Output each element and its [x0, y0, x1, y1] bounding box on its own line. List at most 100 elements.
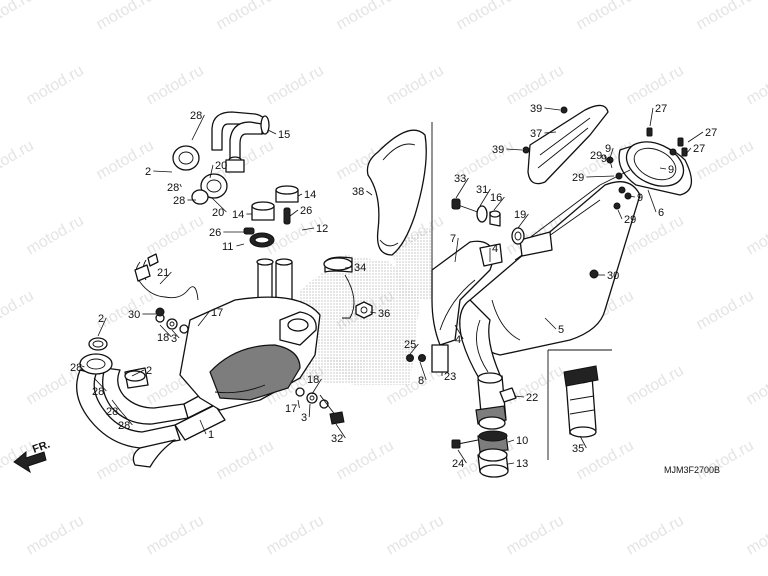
- callout-c9c: 9: [668, 164, 674, 176]
- watermark-text: motod.ru: [264, 512, 327, 558]
- leader-line-c33: [455, 177, 469, 199]
- leader-line-c3a: [171, 329, 180, 339]
- watermark-text: motod.ru: [574, 0, 637, 33]
- callout-c12: 12: [316, 223, 328, 235]
- callout-c35: 35: [572, 443, 584, 455]
- leader-lines: [81, 107, 704, 465]
- leader-line-c34: [344, 266, 353, 269]
- callout-c15: 15: [278, 129, 290, 141]
- leader-line-c14a: [297, 193, 303, 197]
- watermark-text: motod.ru: [144, 62, 207, 108]
- watermark-text: motod.ru: [694, 437, 757, 483]
- leader-line-c2b: [97, 317, 107, 337]
- flange-upper-b: [200, 173, 228, 199]
- heat-shield-37: [522, 104, 609, 185]
- sensor-harness-21: [134, 253, 199, 301]
- callout-c18a: 18: [157, 332, 169, 344]
- watermark-text: motod.ru: [24, 212, 87, 258]
- leader-line-c12: [301, 227, 315, 231]
- clamp-11: [249, 232, 275, 248]
- callout-c21: 21: [157, 267, 169, 279]
- callout-c39b: 39: [492, 144, 504, 156]
- frame-shading-lower: [298, 355, 365, 385]
- nuts-29: [606, 148, 677, 210]
- watermark-text: motod.ru: [744, 362, 768, 408]
- callout-c32: 32: [331, 433, 343, 445]
- leader-line-c32: [335, 423, 346, 439]
- watermark-text: motod.ru: [144, 212, 207, 258]
- watermark-text: motod.ru: [744, 512, 768, 558]
- callout-c18b: 18: [307, 374, 319, 386]
- callout-c28e: 28: [92, 386, 104, 398]
- callout-c27c: 27: [693, 143, 705, 155]
- callout-c28a: 28: [190, 110, 202, 122]
- watermark-text: motod.ru: [454, 0, 517, 33]
- frame-shading: [300, 255, 420, 385]
- leader-line-c8: [419, 361, 427, 381]
- leader-line-c1: [199, 419, 207, 435]
- leader-line-c3b: [308, 403, 311, 418]
- watermark-text: motod.ru: [0, 0, 37, 33]
- exhaust-pipe-1: [76, 258, 321, 468]
- leader-line-c10: [507, 439, 515, 443]
- callout-c5: 5: [558, 324, 564, 336]
- callout-c24: 24: [452, 458, 464, 470]
- callout-c28f: 28: [106, 406, 118, 418]
- leader-line-c9a: [609, 147, 614, 159]
- watermark-text: motod.ru: [744, 62, 768, 108]
- gasket-14-upper: [275, 185, 299, 203]
- leader-line-c20b: [211, 197, 227, 213]
- leader-line-c37: [544, 131, 557, 134]
- watermark-text: motod.ru: [0, 287, 37, 333]
- nut-30-right: [589, 269, 599, 279]
- callout-c37: 37: [530, 128, 542, 140]
- bracket-23: [431, 344, 449, 373]
- watermark-text: motod.ru: [694, 0, 757, 33]
- leader-line-c17a: [197, 311, 210, 327]
- end-cap-6: [599, 141, 692, 196]
- watermark-text: motod.ru: [504, 62, 567, 108]
- callout-c2c: 2: [146, 365, 152, 377]
- callout-c28d: 28: [70, 362, 82, 374]
- leader-line-c27c: [685, 147, 692, 155]
- callout-c26b: 26: [209, 227, 221, 239]
- callout-c31: 31: [476, 184, 488, 196]
- watermark-text: motod.ru: [24, 62, 87, 108]
- callout-c1: 1: [208, 429, 214, 441]
- callout-c9b: 9: [601, 153, 607, 165]
- leader-line-c22: [513, 395, 525, 398]
- callout-c20b: 20: [212, 207, 224, 219]
- washer-31: [476, 205, 488, 223]
- callout-c9a: 9: [605, 143, 611, 155]
- leader-line-c19: [517, 213, 529, 229]
- leader-line-c15: [267, 129, 277, 135]
- callout-c16: 16: [490, 192, 502, 204]
- watermark-text: motod.ru: [744, 212, 768, 258]
- bolt-25: [406, 354, 414, 362]
- leader-line-c9b: [608, 157, 613, 169]
- leader-line-c27a: [649, 107, 654, 127]
- leader-line-c21: [159, 271, 172, 285]
- callout-c29c: 29: [624, 214, 636, 226]
- watermark-text: motod.ru: [214, 0, 277, 33]
- leader-line-c38: [366, 190, 373, 196]
- bolts-27: [646, 127, 688, 157]
- callout-labels: 1222334456789999101112131414151617171818…: [70, 103, 717, 470]
- nut-30-left: [155, 307, 165, 317]
- bolt-26-lower: [243, 227, 255, 235]
- leader-line-c26a: [289, 209, 299, 217]
- leader-line-c29a: [604, 154, 607, 161]
- callout-c8: 8: [418, 375, 424, 387]
- pipe-13: [477, 448, 509, 478]
- sensor-washers-left: [155, 313, 189, 334]
- leader-line-c24: [457, 449, 467, 464]
- callout-c28g: 28: [118, 420, 130, 432]
- callout-c22: 22: [526, 392, 538, 404]
- callout-c28b: 28: [167, 182, 179, 194]
- callout-c6: 6: [658, 207, 664, 219]
- callout-c4b: 4: [455, 334, 461, 346]
- callout-c39a: 39: [530, 103, 542, 115]
- bolt-32: [319, 394, 345, 425]
- joint-pipe-lower: [475, 372, 507, 430]
- front-direction-arrow: [13, 450, 47, 474]
